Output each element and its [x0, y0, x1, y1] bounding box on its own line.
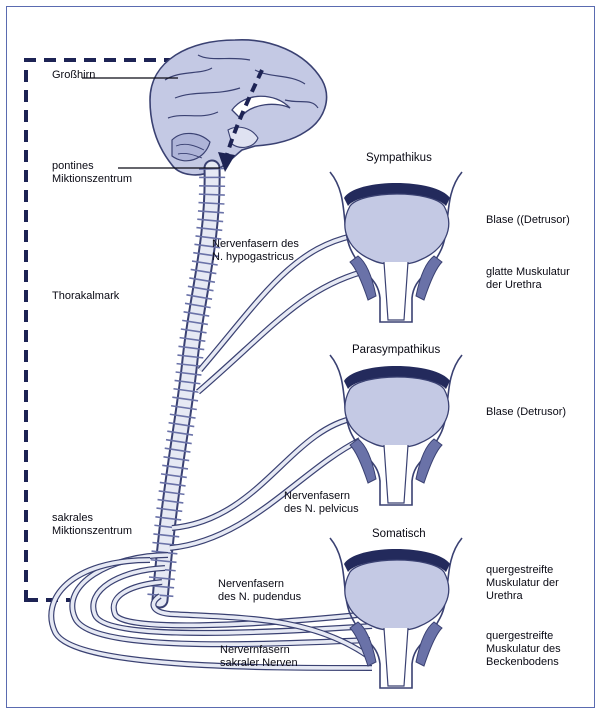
heading-somatisch: Somatisch: [372, 528, 426, 540]
heading-parasympathikus: Parasympathikus: [352, 344, 440, 356]
label-blase-sympathikus: Blase ((Detrusor): [486, 214, 570, 227]
label-blase-parasympathikus: Blase (Detrusor): [486, 406, 566, 419]
label-thorakalmark: Thorakalmark: [52, 290, 119, 303]
heading-sympathikus: Sympathikus: [366, 152, 432, 164]
label-muskulatur-beckenboden: quergestreifteMuskulatur desBeckenbodens: [486, 630, 561, 669]
label-muskulatur-urethra: quergestreifteMuskulatur derUrethra: [486, 564, 559, 603]
label-glatte-muskulatur: glatte Muskulaturder Urethra: [486, 266, 570, 292]
label-pontines-miktionszentrum: pontinesMiktionszentrum: [52, 160, 132, 186]
hypogastric-nerve-2: [198, 272, 362, 392]
bladder-sympathikus: [330, 172, 462, 322]
label-pudendus: Nervenfaserndes N. pudendus: [218, 578, 301, 604]
label-sakraler-nerven: Nervernfasernsakraler Nerven: [220, 644, 298, 670]
label-grosshirn: Großhirn: [52, 69, 95, 82]
label-hypogastricus: Nervenfasern desN. hypogastricus: [212, 238, 299, 264]
label-pelvicus: Nervenfaserndes N. pelvicus: [284, 490, 359, 516]
label-sakrales-miktionszentrum: sakralesMiktionszentrum: [52, 512, 132, 538]
bladder-parasympathikus: [330, 355, 462, 505]
brain-illustration: [150, 40, 327, 175]
